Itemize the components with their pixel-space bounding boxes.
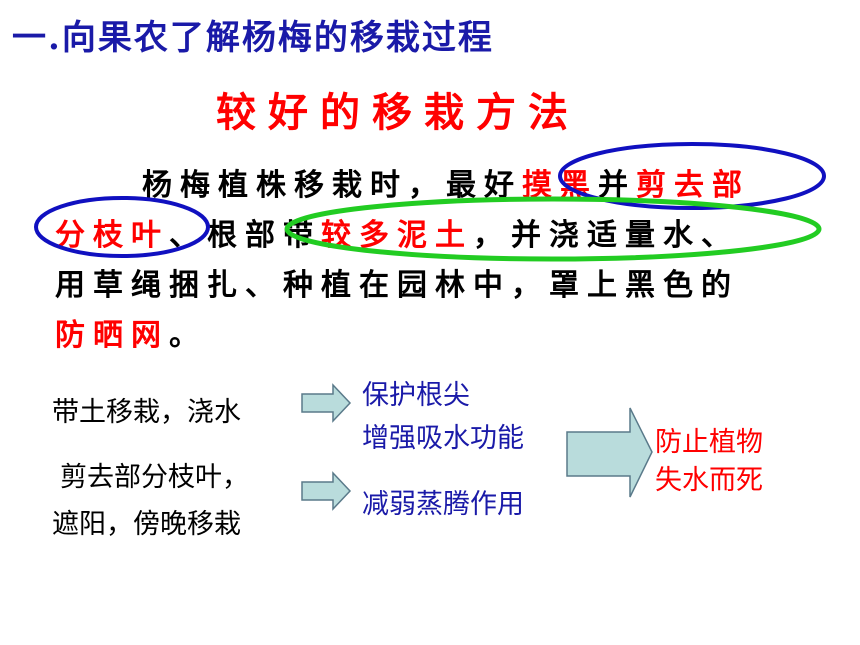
result-line-1: 防止植物: [655, 427, 763, 457]
result-line-2: 失水而死: [655, 465, 763, 495]
heading: 一.向果农了解杨梅的移栽过程: [12, 18, 494, 58]
arrow-right-icon: [301, 383, 352, 423]
highlight-text: 防晒网: [55, 318, 169, 353]
green-ellipse: [284, 196, 822, 262]
arrow-right-icon: [301, 471, 352, 511]
effect-1-line-2: 增强吸水功能: [362, 423, 524, 453]
effect-2: 减弱蒸腾作用: [362, 489, 524, 519]
cause-2-line-1: 剪去部分枝叶，: [60, 462, 249, 492]
cause-2-line-2: 遮阳，傍晚移栽: [52, 509, 241, 539]
cause-1: 带土移栽，浇水: [52, 397, 241, 427]
blue-ellipse-top: [558, 142, 826, 210]
text-segment: 杨梅植株移栽时，最好: [142, 168, 522, 203]
text-segment: ，并浇适量水、: [473, 218, 739, 253]
blue-ellipse-left: [34, 196, 210, 258]
paragraph-line-4: 防晒网。: [55, 310, 207, 354]
paragraph-line-3: 用草绳捆扎、种植在园林中，罩上黑色的: [55, 260, 739, 304]
text-segment: 用草绳捆扎、种植在园林中，罩上黑色的: [55, 268, 739, 303]
highlight-text: 分枝叶: [55, 218, 169, 253]
subheading: 较好的移栽方法: [216, 89, 580, 136]
effect-1-line-1: 保护根尖: [362, 380, 470, 410]
paragraph-line-1: 杨梅植株移栽时，最好摸黑并剪去部: [142, 160, 750, 204]
highlight-text: 剪去部: [636, 168, 750, 203]
text-segment: 。: [169, 318, 207, 353]
big-arrow-right-icon: [566, 407, 653, 498]
